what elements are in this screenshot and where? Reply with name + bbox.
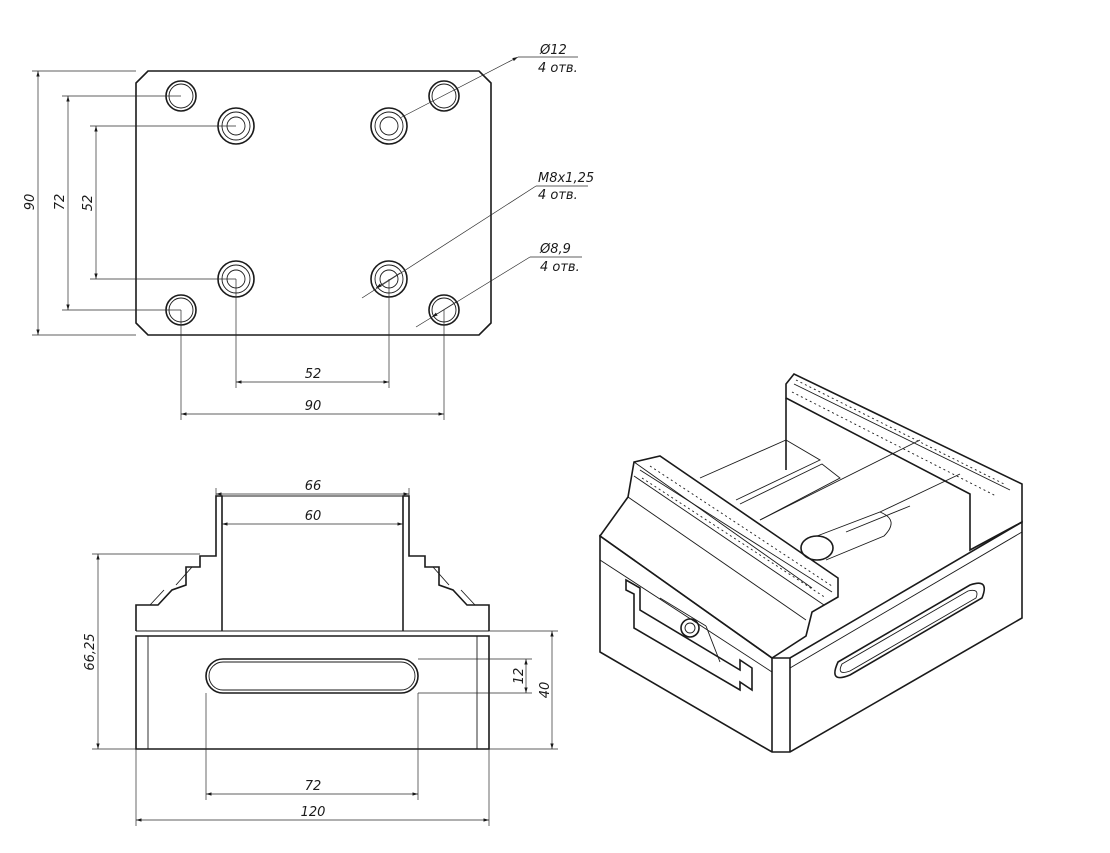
- dim-label-width-120: 120: [301, 805, 326, 820]
- callout-thread: M8x1,25 4 отв.: [361, 171, 594, 299]
- dim-height-12: 12: [418, 658, 532, 694]
- iso-front-jaw-serration: [641, 465, 833, 599]
- front-view-left-jaw: [135, 495, 223, 631]
- hole-12-group: [165, 80, 460, 326]
- isometric-view: [598, 373, 1023, 753]
- callout-hole-89-size: Ø8,9: [539, 242, 571, 257]
- callout-hole-12-size: Ø12: [539, 43, 567, 58]
- iso-front-jaw: [598, 455, 839, 659]
- dim-label-height-72: 72: [53, 194, 68, 211]
- dim-height-90: 90: [23, 70, 136, 336]
- thread-hole-group: [217, 107, 408, 298]
- iso-front-face-detail: [625, 578, 753, 692]
- front-view-slot: [205, 658, 419, 694]
- dim-label-height-40: 40: [538, 682, 553, 699]
- dim-height-40: 40: [489, 630, 558, 750]
- dim-label-top-66: 66: [305, 479, 322, 494]
- dim-top-60: 60: [221, 509, 404, 631]
- callout-hole-12-count: 4 отв.: [538, 61, 578, 76]
- dim-label-width-52: 52: [305, 367, 322, 382]
- dim-label-top-60: 60: [305, 509, 322, 524]
- front-view-right-jaw: [402, 495, 490, 631]
- callout-thread-count: 4 отв.: [538, 188, 578, 203]
- dim-label-height-66-25: 66,25: [83, 633, 98, 670]
- iso-base-outline: [599, 520, 1023, 753]
- dim-height-66-25: 66,25: [83, 553, 200, 750]
- iso-side-slot: [834, 582, 986, 679]
- dim-height-52: 52: [81, 125, 236, 280]
- iso-interior: [699, 439, 961, 561]
- dim-label-width-72: 72: [305, 779, 322, 794]
- callout-hole-12: Ø12 4 отв.: [399, 43, 578, 119]
- dim-width-72: 72: [205, 693, 419, 800]
- top-view-outline: [135, 70, 492, 336]
- callout-hole-89-count: 4 отв.: [540, 260, 580, 275]
- dim-width-90: 90: [180, 310, 445, 420]
- dim-width-120: 120: [135, 749, 490, 826]
- iso-back-jaw-serration: [791, 379, 1005, 497]
- dim-label-width-90: 90: [305, 399, 322, 414]
- dim-height-72: 72: [53, 95, 181, 311]
- dim-label-height-12: 12: [512, 668, 527, 685]
- top-view: 90 72 52 52 90: [23, 43, 594, 420]
- dim-label-height-90: 90: [23, 194, 38, 211]
- callout-hole-89: Ø8,9 4 отв.: [415, 242, 582, 328]
- iso-back-jaw: [785, 373, 1023, 552]
- dim-top-66: 66: [215, 479, 410, 496]
- dim-label-height-52: 52: [81, 195, 96, 212]
- front-view: 66 60 66,25 12 40: [83, 479, 558, 826]
- dim-width-52: 52: [235, 279, 390, 388]
- callout-thread-size: M8x1,25: [538, 171, 594, 186]
